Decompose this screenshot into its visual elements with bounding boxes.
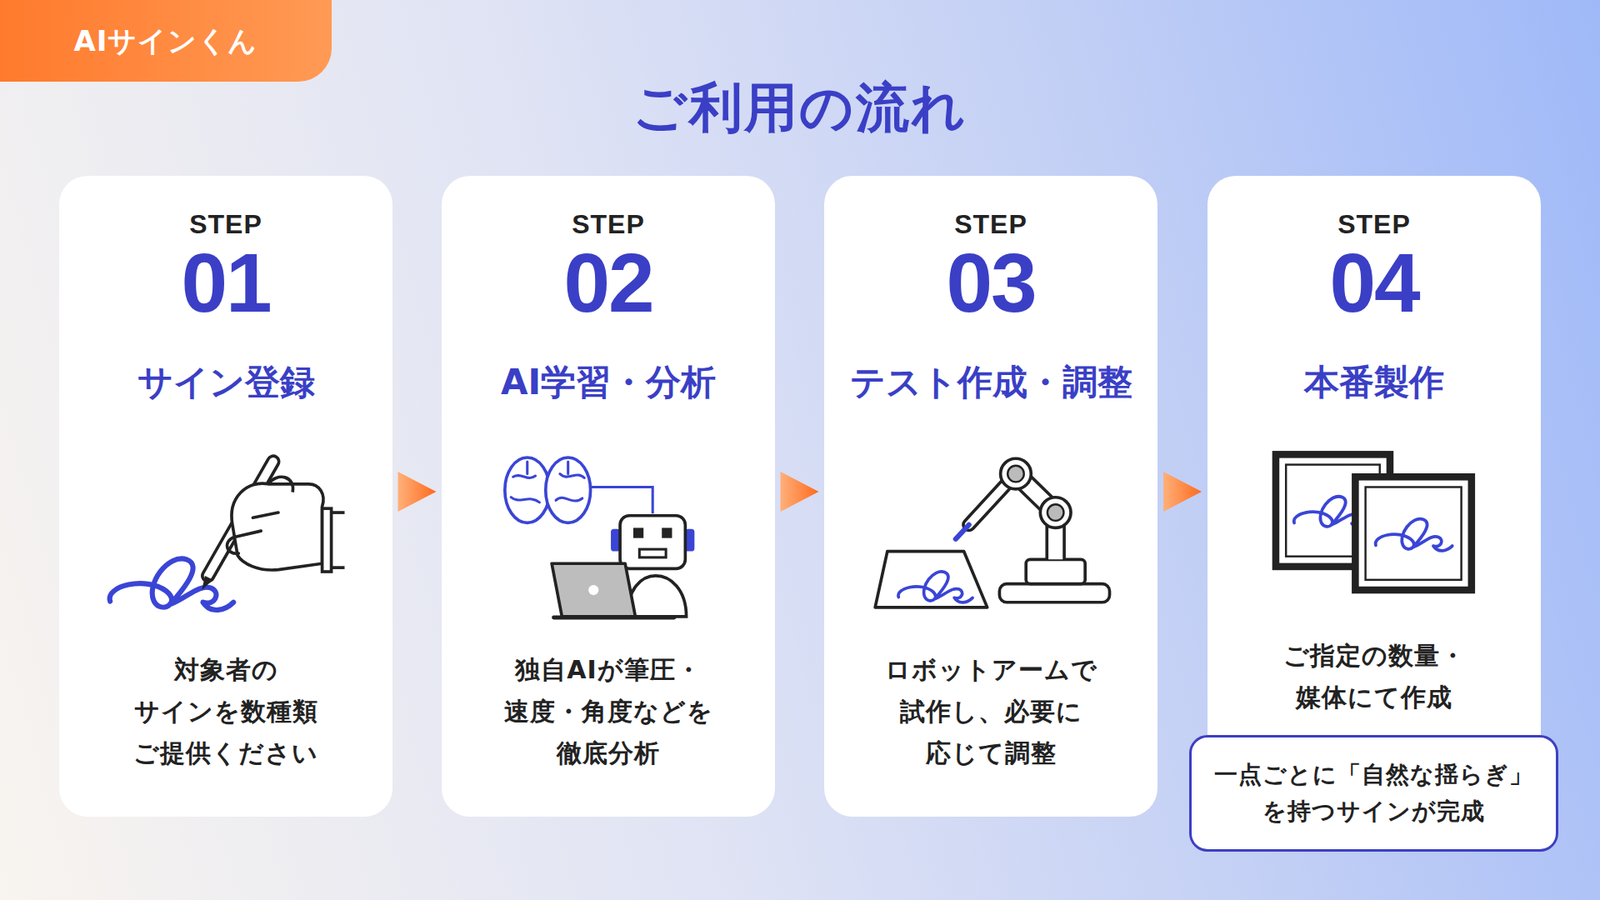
step-description: 対象者の サインを数種類 ご提供ください xyxy=(59,649,393,775)
product-tab: AIサインくん xyxy=(0,0,332,82)
step-label: STEP xyxy=(824,207,1158,241)
step-heading: サイン登録 xyxy=(59,359,393,406)
title-area: ご利用の流れ xyxy=(0,74,1600,141)
step-card: STEP01 サイン登録対象者の サインを数種類 ご提供ください xyxy=(59,175,393,817)
step-arrow xyxy=(1163,471,1202,512)
step-label: STEP xyxy=(441,207,775,241)
product-tab-label: AIサインくん xyxy=(49,23,284,59)
step-number: 02 xyxy=(441,240,775,325)
step-arrow xyxy=(398,471,437,512)
step-heading: 本番製作 xyxy=(1207,359,1541,406)
step-card: STEP03 テスト作成・調整ロボットアームで 試作し、必要に 応じて調整 xyxy=(824,175,1158,817)
step-heading: テスト作成・調整 xyxy=(824,359,1158,406)
result-note-box: 一点ごとに「自然な揺らぎ」 を持つサインが完成 xyxy=(1189,735,1559,852)
step-heading: AI学習・分析 xyxy=(441,359,775,406)
diagram-title: ご利用の流れ xyxy=(0,74,1600,141)
step-number: 04 xyxy=(1207,240,1541,325)
step-label: STEP xyxy=(1207,207,1541,241)
step-card: 一点ごとに「自然な揺らぎ」 を持つサインが完成STEP04本番製作ご指定の数量・… xyxy=(1207,175,1541,817)
step-arrow xyxy=(780,471,820,512)
step-number: 03 xyxy=(824,240,1158,325)
step-card: STEP02AI学習・分析独自AIが筆圧・ 速度・角度などを 徹底分析 xyxy=(441,175,775,817)
step-description: 独自AIが筆圧・ 速度・角度などを 徹底分析 xyxy=(441,649,775,775)
step-label: STEP xyxy=(59,207,393,241)
step-description: ロボットアームで 試作し、必要に 応じて調整 xyxy=(824,649,1158,775)
result-note-text: 一点ごとに「自然な揺らぎ」 を持つサインが完成 xyxy=(1191,756,1556,830)
step-number: 01 xyxy=(59,240,393,325)
step-description: ご指定の数量・ 媒体にて作成 xyxy=(1207,635,1541,719)
